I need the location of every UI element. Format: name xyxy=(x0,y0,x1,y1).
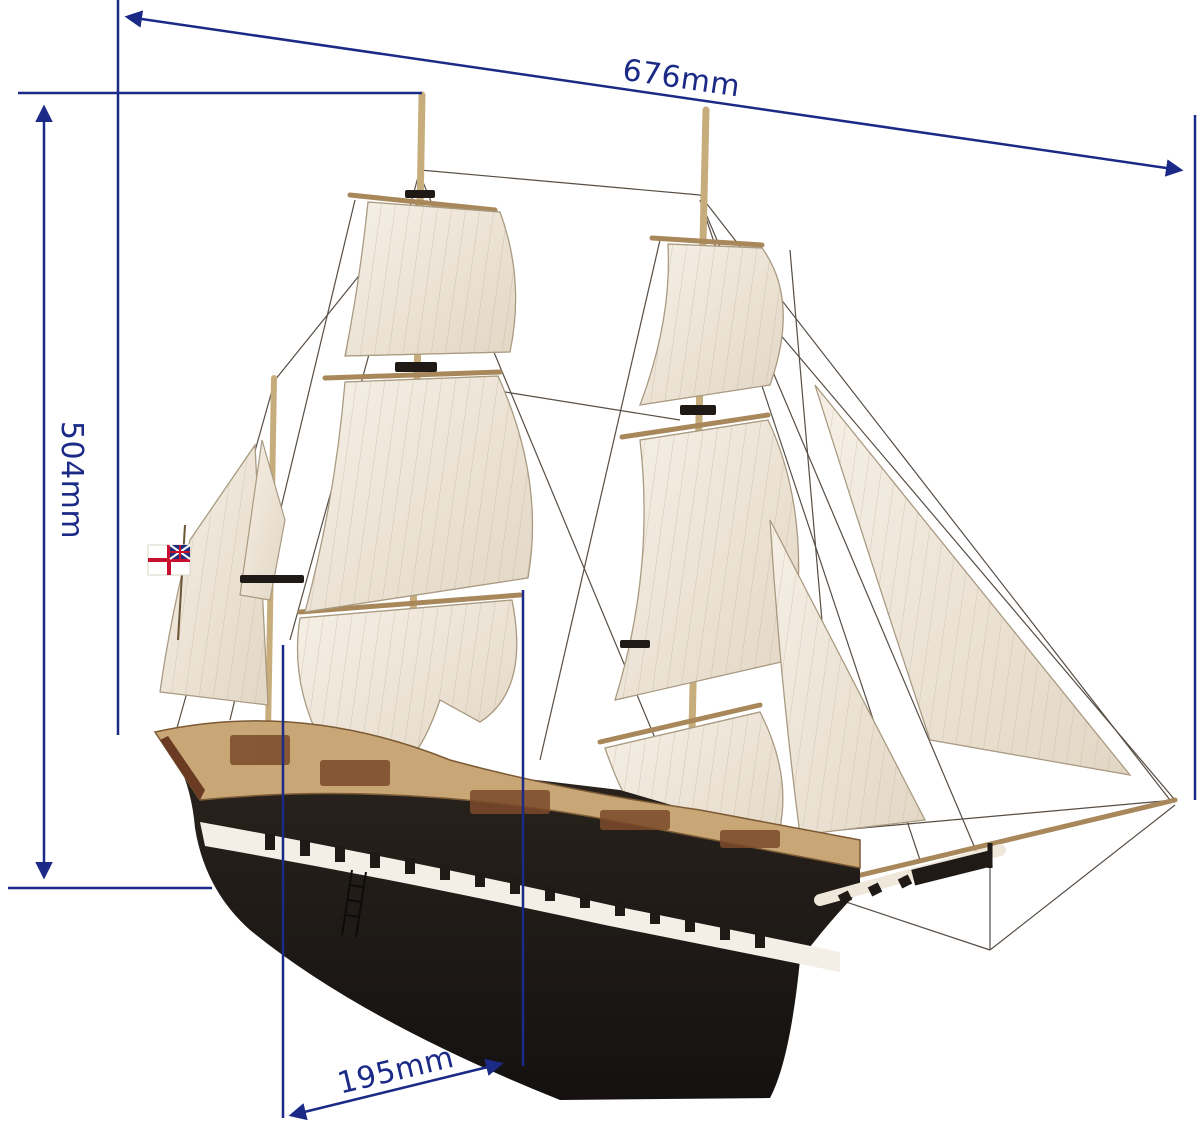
dimension-annotations: 676mm 504mm 195mm xyxy=(8,0,1197,1121)
jib-sails xyxy=(769,384,1132,836)
height-dimension-label: 504mm xyxy=(54,421,89,539)
hull xyxy=(153,720,861,1100)
foremast-sails xyxy=(604,243,800,881)
mast-tops xyxy=(240,190,716,648)
ship-model-illustration xyxy=(147,91,1178,1100)
yards xyxy=(297,192,1178,883)
mainmast-sails xyxy=(296,201,534,776)
side-ladder xyxy=(341,869,367,938)
bowsprit xyxy=(814,843,1006,906)
length-dimension-arrow xyxy=(124,10,1184,177)
gunport-row xyxy=(265,834,765,948)
width-dimension-arrow xyxy=(288,1058,504,1121)
spanker-sails xyxy=(159,439,286,706)
width-dimension-label: 195mm xyxy=(334,1040,457,1102)
deck-details xyxy=(230,735,780,848)
british-white-ensign-icon xyxy=(147,524,191,641)
